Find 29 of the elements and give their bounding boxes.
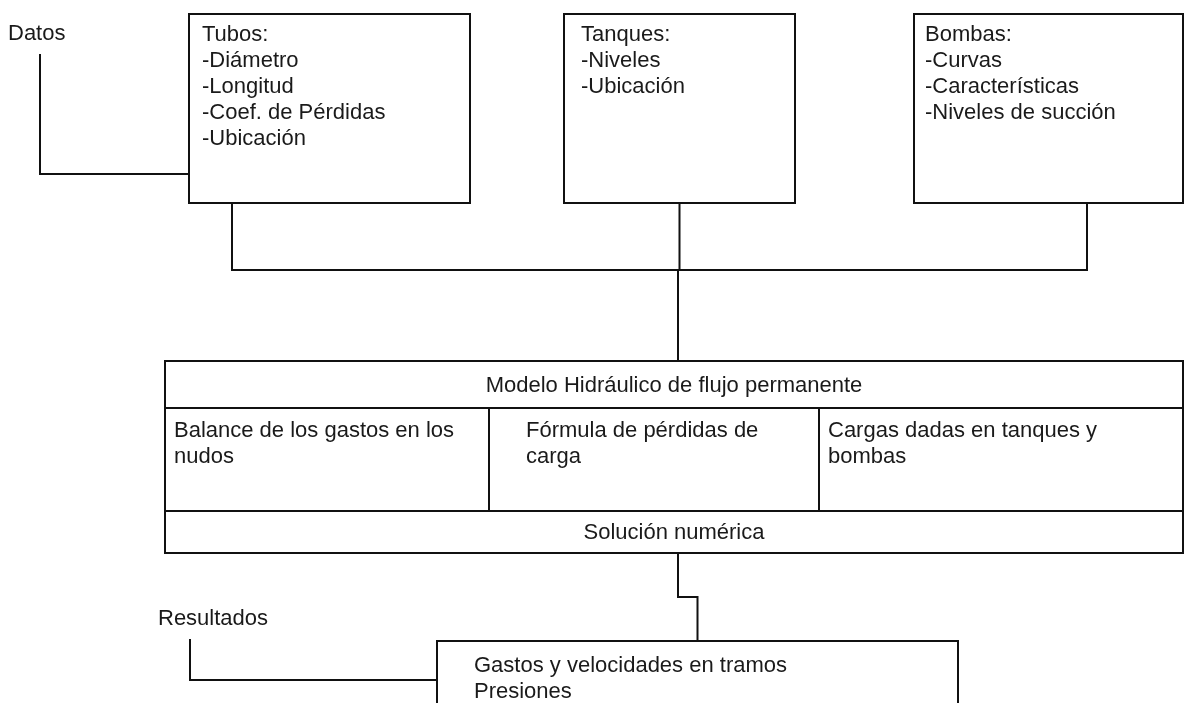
connector-line xyxy=(677,553,699,641)
list-text: Cargas dadas en tanques y bombas xyxy=(828,417,1099,469)
data-box xyxy=(913,13,1184,204)
leader-line xyxy=(39,53,189,175)
list-text: -Niveles de succión xyxy=(925,99,1117,125)
heading-text: Modelo Hidráulico de flujo permanente xyxy=(484,372,864,398)
list-text: Fórmula de pérdidas de carga xyxy=(526,417,760,469)
data-box xyxy=(188,13,471,204)
list-text: -Ubicación xyxy=(581,73,686,99)
list-text: Presiones xyxy=(474,678,573,703)
list-text: Bombas: xyxy=(925,21,1013,47)
data-box xyxy=(563,13,796,204)
model-table xyxy=(164,360,1184,554)
list-text: Balance de los gastos en los nudos xyxy=(174,417,456,469)
results-box xyxy=(436,640,959,703)
heading-label: Resultados xyxy=(158,605,269,631)
heading-label: Datos xyxy=(8,20,66,46)
list-text: -Coef. de Pérdidas xyxy=(202,99,387,125)
list-text: -Características xyxy=(925,73,1081,99)
list-text: -Ubicación xyxy=(202,125,307,151)
list-text: -Longitud xyxy=(202,73,295,99)
heading-text: Solución numérica xyxy=(582,519,766,545)
leader-line xyxy=(189,638,437,681)
list-text: Tubos: xyxy=(202,21,270,47)
list-text: -Curvas xyxy=(925,47,1003,73)
list-text: -Diámetro xyxy=(202,47,300,73)
list-text: Gastos y velocidades en tramos xyxy=(474,652,789,678)
list-text: Tanques: xyxy=(581,21,672,47)
list-text: -Niveles xyxy=(581,47,662,73)
